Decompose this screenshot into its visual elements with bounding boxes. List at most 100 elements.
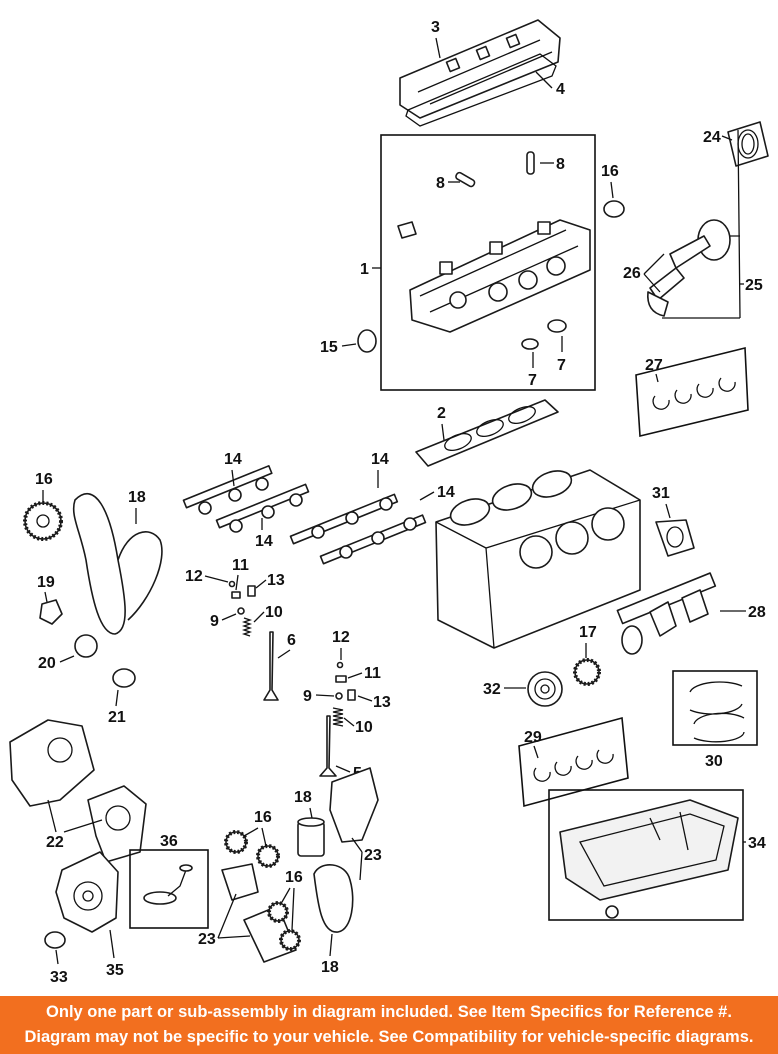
disclaimer-banner: Only one part or sub-assembly in diagram… bbox=[0, 996, 778, 1054]
oil-filter bbox=[297, 817, 325, 857]
chain-guide bbox=[221, 863, 259, 901]
callout-15: 15 bbox=[320, 339, 338, 356]
callout-16d: 16 bbox=[285, 869, 303, 886]
rear-seal-retainer bbox=[655, 519, 695, 557]
callout-18a: 18 bbox=[128, 489, 146, 506]
rod-bearings bbox=[652, 377, 736, 410]
timing-cover-lower bbox=[87, 785, 147, 863]
callout-31: 31 bbox=[652, 485, 670, 502]
head-gasket bbox=[415, 399, 559, 467]
cylinder-head bbox=[409, 219, 591, 333]
drain-plug bbox=[605, 905, 619, 919]
callout-4: 4 bbox=[556, 81, 565, 98]
chain-cover bbox=[329, 767, 379, 843]
seal-16-top bbox=[603, 200, 625, 218]
callout-14b: 14 bbox=[255, 533, 273, 550]
callout-14a: 14 bbox=[224, 451, 242, 468]
oil-pickup-tube bbox=[143, 864, 193, 905]
sprocket-16-right bbox=[256, 844, 280, 868]
camshaft-4 bbox=[319, 514, 427, 565]
callout-10a: 10 bbox=[265, 604, 283, 621]
main-bearings-box bbox=[518, 716, 629, 808]
callout-17: 17 bbox=[579, 624, 597, 641]
piston-rings bbox=[727, 121, 769, 167]
callout-28: 28 bbox=[748, 604, 766, 621]
dowel-pin-right bbox=[526, 151, 535, 175]
callout-12a: 12 bbox=[185, 568, 203, 585]
timing-belt bbox=[72, 493, 163, 635]
callout-1: 1 bbox=[360, 261, 369, 278]
oil-pan-box bbox=[548, 789, 744, 921]
callout-24: 24 bbox=[703, 129, 721, 146]
callout-7a: 7 bbox=[528, 372, 537, 389]
callout-9b: 9 bbox=[303, 688, 312, 705]
piston-rod bbox=[647, 219, 731, 317]
oil-pan bbox=[559, 799, 739, 901]
callout-32: 32 bbox=[483, 681, 501, 698]
valve-cover bbox=[399, 19, 561, 119]
callout-14d: 14 bbox=[437, 484, 455, 501]
seal-7-right bbox=[547, 319, 567, 333]
callout-22: 22 bbox=[46, 834, 64, 851]
callout-36: 36 bbox=[160, 833, 178, 850]
callout-23b: 23 bbox=[364, 847, 382, 864]
callout-23a: 23 bbox=[198, 931, 216, 948]
cylinder-head-box bbox=[380, 134, 596, 391]
callout-11b: 11 bbox=[364, 665, 381, 682]
cam-sprocket-16 bbox=[23, 501, 63, 541]
callout-34: 34 bbox=[748, 835, 766, 852]
seal-33 bbox=[44, 931, 66, 949]
cam-cap bbox=[397, 221, 417, 239]
callout-18b: 18 bbox=[294, 789, 312, 806]
oil-pump bbox=[55, 851, 119, 933]
callout-10b: 10 bbox=[355, 719, 373, 736]
engine-parts-diagram: 3 4 1 8 8 7 7 15 16 24 bbox=[9, 19, 769, 986]
sprocket-16-lower bbox=[267, 901, 301, 951]
callout-2: 2 bbox=[437, 405, 446, 422]
sprocket-16-left bbox=[224, 830, 248, 854]
callout-29: 29 bbox=[524, 729, 542, 746]
callout-26: 26 bbox=[623, 265, 641, 282]
engine-block bbox=[435, 469, 641, 649]
callout-7b: 7 bbox=[557, 357, 566, 374]
callout-21: 21 bbox=[108, 709, 126, 726]
callout-33: 33 bbox=[50, 969, 68, 986]
callout-8b: 8 bbox=[436, 175, 445, 192]
callout-18c: 18 bbox=[321, 959, 339, 976]
callout-30: 30 bbox=[705, 753, 723, 770]
callout-3: 3 bbox=[431, 19, 440, 36]
callout-19: 19 bbox=[37, 574, 55, 591]
valve-train-upper bbox=[228, 580, 279, 701]
idler-pulley bbox=[74, 634, 98, 658]
rod-bearings-box bbox=[635, 346, 749, 438]
camshaft-3 bbox=[289, 493, 399, 545]
callout-16c: 16 bbox=[254, 809, 272, 826]
timing-cover-upper bbox=[9, 719, 95, 807]
callout-13b: 13 bbox=[373, 694, 391, 711]
seal-7-left bbox=[521, 338, 539, 350]
callout-14c: 14 bbox=[371, 451, 389, 468]
disclaimer-line-1: Only one part or sub-assembly in diagram… bbox=[46, 1003, 732, 1021]
thrust-washer-box bbox=[672, 670, 758, 746]
callout-35: 35 bbox=[106, 962, 124, 979]
callout-16a: 16 bbox=[601, 163, 619, 180]
callout-27: 27 bbox=[645, 357, 663, 374]
callout-6: 6 bbox=[287, 632, 296, 649]
crankshaft bbox=[616, 572, 717, 655]
oil-pickup-box bbox=[129, 849, 209, 929]
callout-13a: 13 bbox=[267, 572, 285, 589]
crank-pulley bbox=[527, 671, 563, 707]
callout-25: 25 bbox=[745, 277, 763, 294]
dowel-pin-left bbox=[455, 171, 476, 188]
callout-9a: 9 bbox=[210, 613, 219, 630]
disclaimer-line-2: Diagram may not be specific to your vehi… bbox=[24, 1028, 754, 1046]
bushing-21 bbox=[112, 668, 136, 688]
balance-chain bbox=[313, 864, 354, 933]
camshaft-1 bbox=[182, 465, 273, 515]
callout-11a: 11 bbox=[232, 557, 249, 574]
belt-tensioner bbox=[39, 599, 63, 625]
callout-12b: 12 bbox=[332, 629, 350, 646]
callout-16b: 16 bbox=[35, 471, 53, 488]
callout-20: 20 bbox=[38, 655, 56, 672]
valve-cover-gasket bbox=[405, 53, 557, 127]
